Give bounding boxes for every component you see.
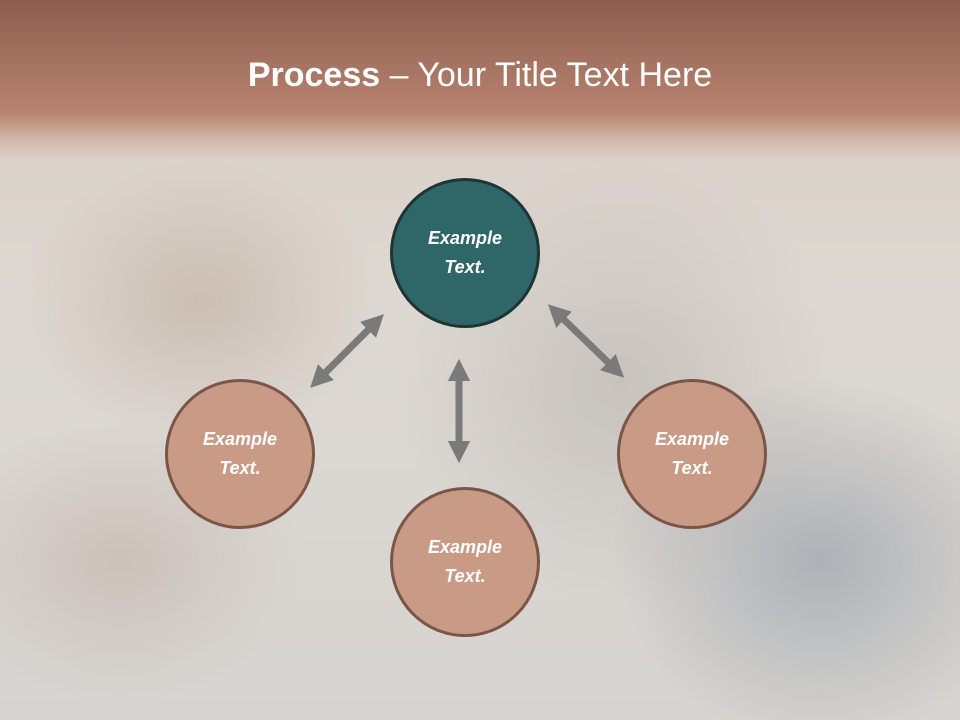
title-dash: –: [380, 56, 418, 94]
circle-label: Example Text.: [427, 228, 503, 277]
slide-title[interactable]: Process – Your Title Text Here: [0, 54, 960, 96]
title-banner: [0, 0, 960, 160]
double-arrow-right: [547, 304, 625, 378]
circle-label: Example Text.: [202, 429, 278, 478]
circle-label: Example Text.: [654, 429, 730, 478]
process-circle-top[interactable]: Example Text.: [390, 178, 540, 328]
circle-label: Example Text.: [427, 537, 503, 586]
process-circle-right[interactable]: Example Text.: [617, 379, 767, 529]
title-bold: Process: [247, 56, 381, 94]
process-circle-bottom[interactable]: Example Text.: [390, 487, 540, 637]
double-arrow-left: [310, 314, 384, 388]
title-rest: Your Title Text Here: [417, 56, 713, 94]
process-circle-left[interactable]: Example Text.: [165, 379, 315, 529]
